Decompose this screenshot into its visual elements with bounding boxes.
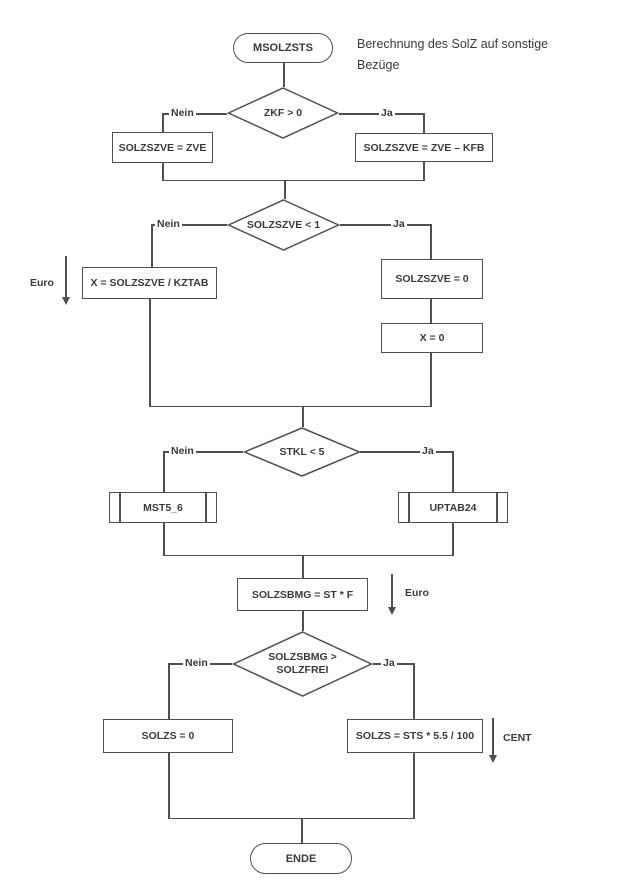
branch-label-no-4: Nein — [183, 657, 210, 670]
connector-no3-down — [163, 451, 165, 492]
connector-decision3-no — [163, 451, 243, 453]
diamond-outline — [243, 427, 361, 477]
connector-no4-down — [168, 663, 170, 719]
euro-arrow-1-head-icon — [61, 297, 70, 305]
process-x-div-kztab: X = SOLZSZVE / KZTAB — [82, 267, 217, 299]
connector-no1-down — [162, 113, 164, 132]
connector-merge4-bar — [168, 817, 415, 819]
branch-label-yes-2: Ja — [391, 218, 407, 231]
chart-caption-line1: Berechnung des SolZ auf sonstige — [357, 37, 549, 51]
branch-label-yes-1: Ja — [379, 107, 395, 120]
process-solzszve-zve: SOLZSZVE = ZVE — [112, 132, 213, 163]
connector-merge4-right — [413, 753, 415, 819]
connector-yes3-down — [452, 451, 454, 492]
connector-merge4-left — [168, 753, 170, 819]
branch-label-yes-4: Ja — [381, 657, 397, 670]
branch-label-no-3: Nein — [169, 445, 196, 458]
process-x-0: X = 0 — [381, 323, 483, 353]
terminal-end: ENDE — [250, 843, 352, 874]
branch-label-yes-3: Ja — [420, 445, 436, 458]
connector-merge1-to-decision2 — [284, 181, 286, 199]
branch-label-no-2: Nein — [155, 218, 182, 231]
connector-no2-down — [151, 224, 153, 267]
connector-decision2-no — [151, 224, 227, 226]
cent-arrow-line — [492, 718, 494, 757]
connector-merge1-bar — [162, 179, 425, 181]
subroutine-mst5-6: MST5_6 — [109, 492, 217, 523]
annotation-euro-1: Euro — [30, 277, 54, 289]
annotation-cent: CENT — [503, 732, 532, 744]
cent-arrow-head-icon — [488, 755, 497, 763]
diamond-outline — [227, 199, 340, 251]
connector-yes4-down — [413, 663, 415, 719]
decision-stkl-shape — [243, 427, 361, 477]
connector-decision2-yes — [340, 224, 431, 226]
connector-start-to-decision1 — [283, 63, 285, 87]
connector-merge1-right — [423, 162, 425, 181]
branch-label-no-1: Nein — [169, 107, 196, 120]
process-solzs-0: SOLZS = 0 — [103, 719, 233, 753]
process-solzs-calc: SOLZS = STS * 5.5 / 100 — [347, 719, 483, 753]
connector-merge2-right — [430, 353, 432, 407]
connector-merge3-right — [452, 523, 454, 556]
connector-merge2-left — [149, 299, 151, 407]
diamond-outline — [227, 87, 339, 139]
connector-solzszve0-to-x0 — [430, 299, 432, 323]
process-solzsbmg: SOLZSBMG = ST * F — [237, 578, 368, 611]
subroutine-uptab24: UPTAB24 — [398, 492, 508, 523]
diamond-outline — [232, 631, 373, 697]
process-solzszve-zve-kfb: SOLZSZVE = ZVE – KFB — [355, 133, 493, 162]
connector-merge4-to-end — [301, 819, 303, 843]
euro-arrow-2-head-icon — [387, 607, 396, 615]
connector-merge3-to-process — [302, 556, 304, 578]
connector-merge3-left — [163, 523, 165, 556]
process-solzszve-0: SOLZSZVE = 0 — [381, 259, 483, 299]
decision-solzszve-lt1-shape — [227, 199, 340, 251]
connector-yes2-down — [430, 224, 432, 259]
decision-zkf-shape — [227, 87, 339, 139]
decision-solzsbmg-shape — [232, 631, 373, 697]
euro-arrow-1-line — [65, 256, 67, 298]
terminal-start: MSOLZSTS — [233, 33, 333, 63]
connector-merge3-bar — [163, 554, 454, 556]
connector-decision3-yes — [360, 451, 453, 453]
euro-arrow-2-line — [391, 574, 393, 608]
connector-merge2-to-decision3 — [302, 407, 304, 427]
connector-merge1-left — [162, 163, 164, 181]
chart-caption-line2: Bezüge — [357, 58, 400, 72]
connector-merge2-bar — [149, 405, 432, 407]
connector-process-to-decision4 — [302, 611, 304, 631]
annotation-euro-2: Euro — [405, 587, 429, 599]
connector-yes1-down — [423, 113, 425, 133]
